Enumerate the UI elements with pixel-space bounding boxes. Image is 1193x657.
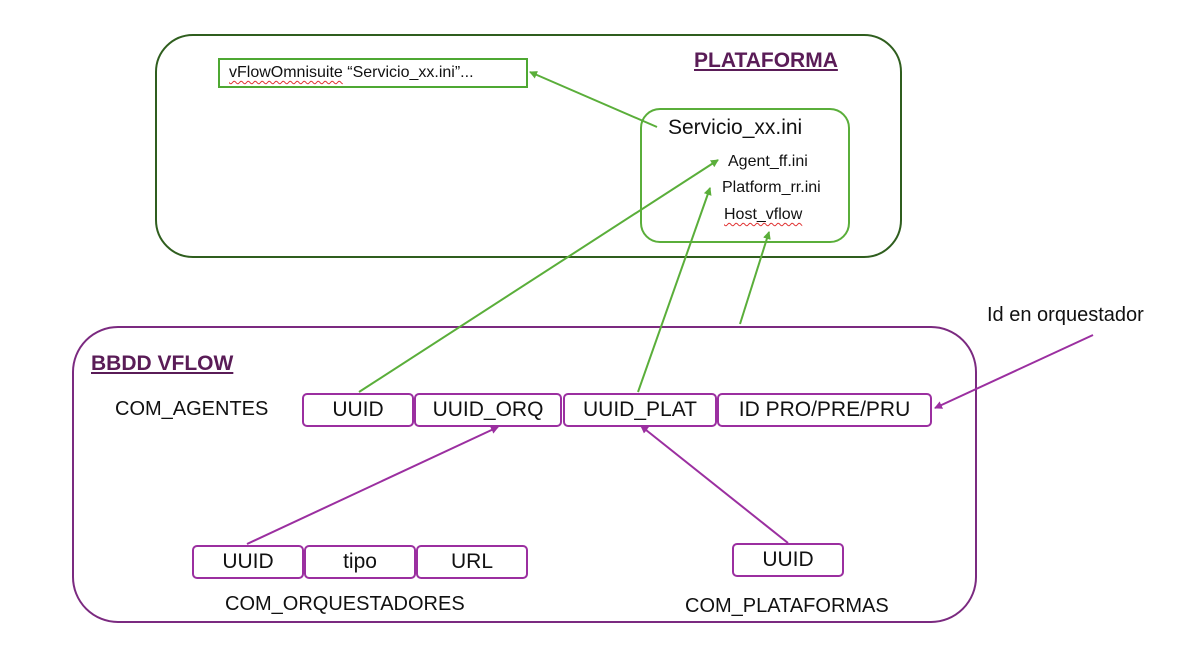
arrow-servicio-to-note — [529, 71, 658, 128]
arrow-plat-uuid-to-uuid-plat — [640, 425, 789, 544]
com-agentes-label: COM_AGENTES — [115, 398, 269, 420]
servicio-item-platform: Platform_rr.ini — [722, 179, 821, 196]
plataforma-group — [155, 34, 902, 258]
com-plataformas-label: COM_PLATAFORMAS — [685, 595, 889, 617]
com-orquestadores-label: COM_ORQUESTADORES — [225, 593, 465, 615]
arrow-uuid-to-agent — [358, 159, 719, 393]
note-word: vFlowOmnisuite — [229, 64, 343, 81]
orquestadores-field-tipo: tipo — [304, 545, 416, 579]
servicio-item-host: Host_vflow — [724, 206, 803, 223]
bbdd-group — [72, 326, 977, 623]
servicio-title: Servicio_xx.ini — [668, 116, 803, 139]
arrow-orq-uuid-to-uuid-orq — [246, 426, 499, 545]
servicio-group — [640, 108, 850, 243]
agentes-field-id-env: ID PRO/PRE/PRU — [717, 393, 932, 427]
orquestadores-field-uuid: UUID — [192, 545, 304, 579]
servicio-item-agent: Agent_ff.ini — [728, 153, 808, 170]
arrow-idorq-to-id-env — [934, 334, 1094, 409]
plataforma-title: PLATAFORMA — [694, 49, 838, 72]
arrow-uuid-plat-to-platform — [637, 187, 712, 393]
note-rest: “Servicio_xx.ini”... — [342, 64, 474, 81]
agentes-field-uuid-orq: UUID_ORQ — [414, 393, 562, 427]
bbdd-title: BBDD VFLOW — [91, 352, 234, 375]
omnisuite-note-box: vFlowOmnisuite “Servicio_xx.ini”... — [218, 58, 528, 88]
agentes-field-uuid-plat: UUID_PLAT — [563, 393, 717, 427]
arrow-bbdd-to-host — [739, 231, 771, 325]
orquestadores-field-url: URL — [416, 545, 528, 579]
agentes-field-uuid: UUID — [302, 393, 414, 427]
id-orquestador-label: Id en orquestador — [987, 304, 1144, 326]
plataformas-field-uuid: UUID — [732, 543, 844, 577]
